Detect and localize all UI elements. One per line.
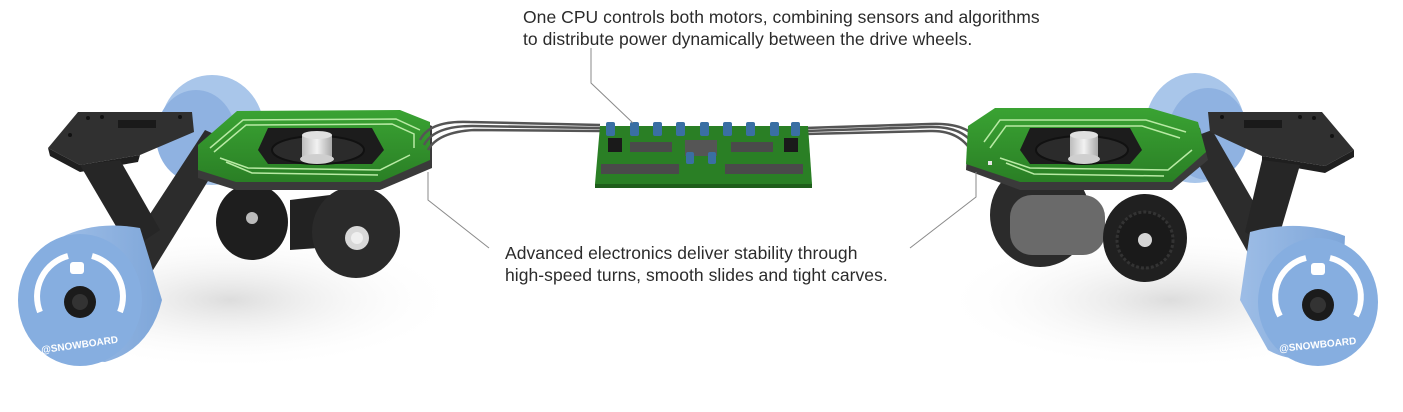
left-truck-baseplate — [48, 112, 194, 250]
chip — [725, 164, 803, 174]
right-truck-baseplate — [1208, 112, 1354, 250]
caption-stability: Advanced electronics deliver stability t… — [505, 242, 888, 286]
left-motor-assembly — [216, 184, 400, 278]
chip — [731, 142, 773, 152]
caption-line: One CPU controls both motors, combining … — [523, 7, 1040, 27]
connector-left — [608, 138, 622, 152]
connector-right — [784, 138, 798, 152]
left-assembly: @SNOWBOARD — [18, 75, 432, 366]
chip — [630, 142, 672, 152]
left-front-wheel: @SNOWBOARD — [18, 225, 162, 366]
leader-line-right-board — [909, 172, 977, 249]
right-motor-board — [966, 108, 1208, 190]
capacitor-row — [606, 122, 800, 136]
leader-line-cpu — [590, 48, 634, 124]
left-motor-board — [198, 110, 432, 190]
caption-cpu-control: One CPU controls both motors, combining … — [523, 6, 1040, 50]
caption-line: high-speed turns, smooth slides and tigh… — [505, 265, 888, 285]
leader-lines — [427, 48, 977, 249]
chip — [601, 164, 679, 174]
central-control-board — [595, 122, 812, 188]
cpu-chip — [685, 140, 717, 156]
right-motor-assembly — [990, 163, 1187, 282]
caption-line: to distribute power dynamically between … — [523, 29, 973, 49]
brand-logo-icon — [70, 262, 84, 274]
leader-line-left-board — [427, 172, 490, 249]
right-assembly: @SNOWBOARD — [966, 73, 1378, 366]
caption-line: Advanced electronics deliver stability t… — [505, 243, 858, 263]
right-front-wheel: @SNOWBOARD — [1240, 225, 1378, 366]
brand-logo-icon — [1311, 263, 1325, 275]
